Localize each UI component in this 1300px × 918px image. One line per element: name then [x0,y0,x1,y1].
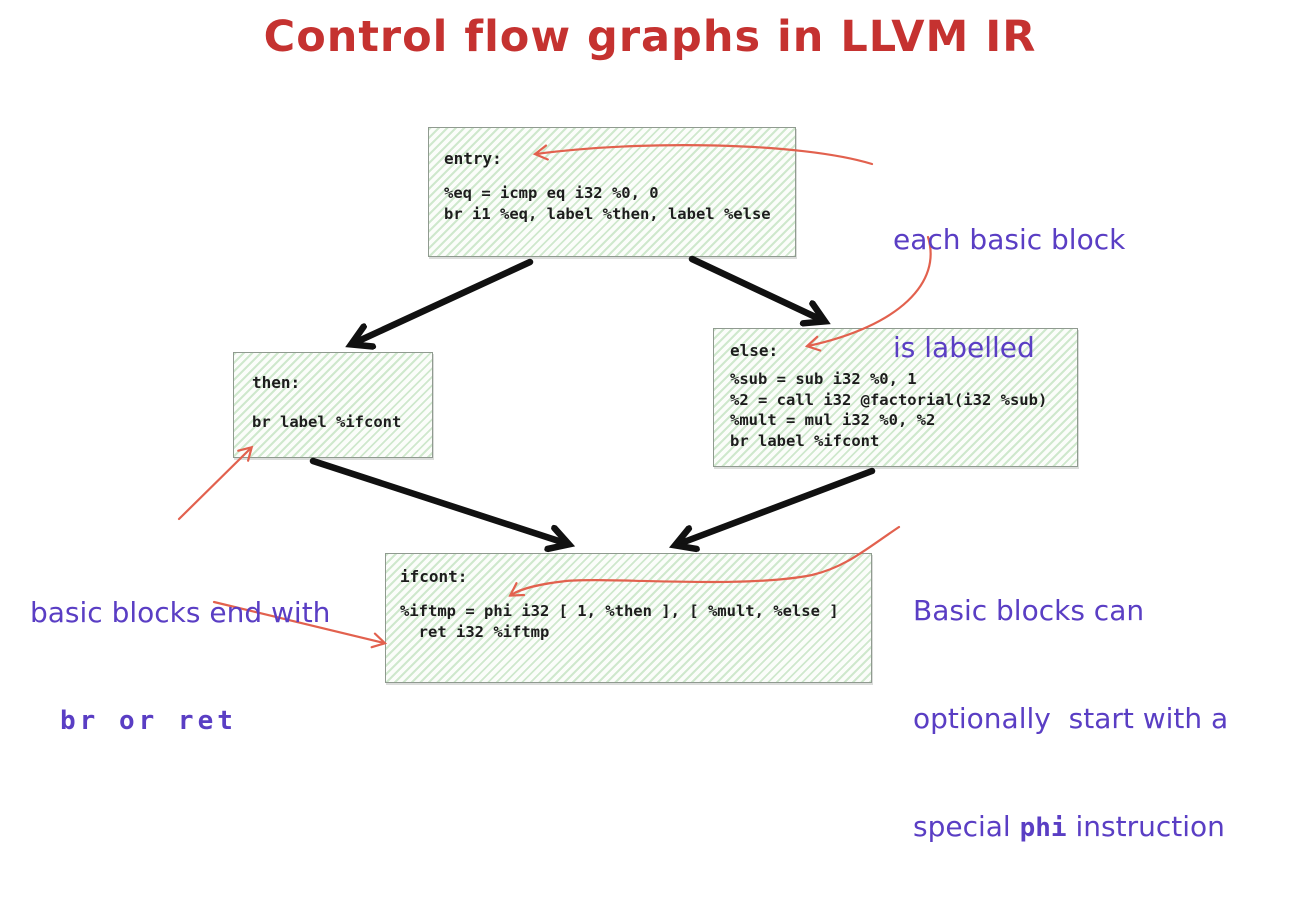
annotation-phi-instruction: Basic blocks can optionally start with a… [913,521,1228,918]
code-line: %iftmp = phi i32 [ 1, %then ], [ %mult, … [400,602,839,620]
annotation-line: optionally start with a [913,702,1229,735]
code-line: br label %ifcont [252,413,402,431]
annotation-line: basic blocks end with [30,596,331,629]
block-entry: entry: %eq = icmp eq i32 %0, 0 br i1 %eq… [428,127,796,257]
diagram-title: Control flow graphs in LLVM IR [263,12,1037,62]
block-entry-label: entry: [444,149,502,168]
annotation-line: is labelled [893,331,1035,364]
annotation-text: instruction [1066,810,1225,843]
block-then-code: br label %ifcont [252,412,432,433]
block-then-label: then: [252,373,301,392]
annotation-line: special phi instruction [913,809,1228,846]
annotation-text: special [913,810,1020,843]
code-line: %mult = mul i32 %0, %2 [730,411,936,429]
annotation-line-code: br or ret [60,706,237,736]
code-line: br label %ifcont [730,431,880,450]
arrow-entry-to-then [352,258,534,344]
annotation-code-phi: phi [1019,813,1067,843]
annotation-blocks-end-with: basic blocks end with br or ret [30,523,330,811]
block-ifcont: ifcont: %iftmp = phi i32 [ 1, %then ], [… [385,553,872,683]
block-then: then: br label %ifcont [233,352,433,458]
code-line: ret i32 %iftmp [400,622,550,641]
annotation-line: each basic block [893,223,1126,256]
arrow-entry-to-else [688,255,824,321]
block-else-label: else: [730,341,779,360]
block-else: else: %sub = sub i32 %0, 1 %2 = call i32… [713,328,1078,467]
annotation-block-labelled: each basic block is labelled [893,150,1125,438]
cfg-diagram: Control flow graphs in LLVM IR entry: %e… [30,12,1228,843]
arrow-annotation-to-then-block [177,445,254,521]
block-entry-code: %eq = icmp eq i32 %0, 0 br i1 %eq, label… [444,183,795,224]
arrow-else-to-ifcont [676,467,876,545]
code-line: br i1 %eq, label %then, label %else [444,204,771,223]
block-ifcont-code: %iftmp = phi i32 [ 1, %then ], [ %mult, … [400,601,871,642]
arrow-then-to-ifcont [309,457,568,544]
block-else-code: %sub = sub i32 %0, 1 %2 = call i32 @fact… [730,369,1077,451]
code-line: %2 = call i32 @factorial(i32 %sub) [730,390,1048,409]
annotation-line: Basic blocks can [913,594,1145,627]
code-line: %eq = icmp eq i32 %0, 0 [444,184,659,202]
code-line: %sub = sub i32 %0, 1 [730,370,917,388]
block-ifcont-label: ifcont: [400,567,468,586]
